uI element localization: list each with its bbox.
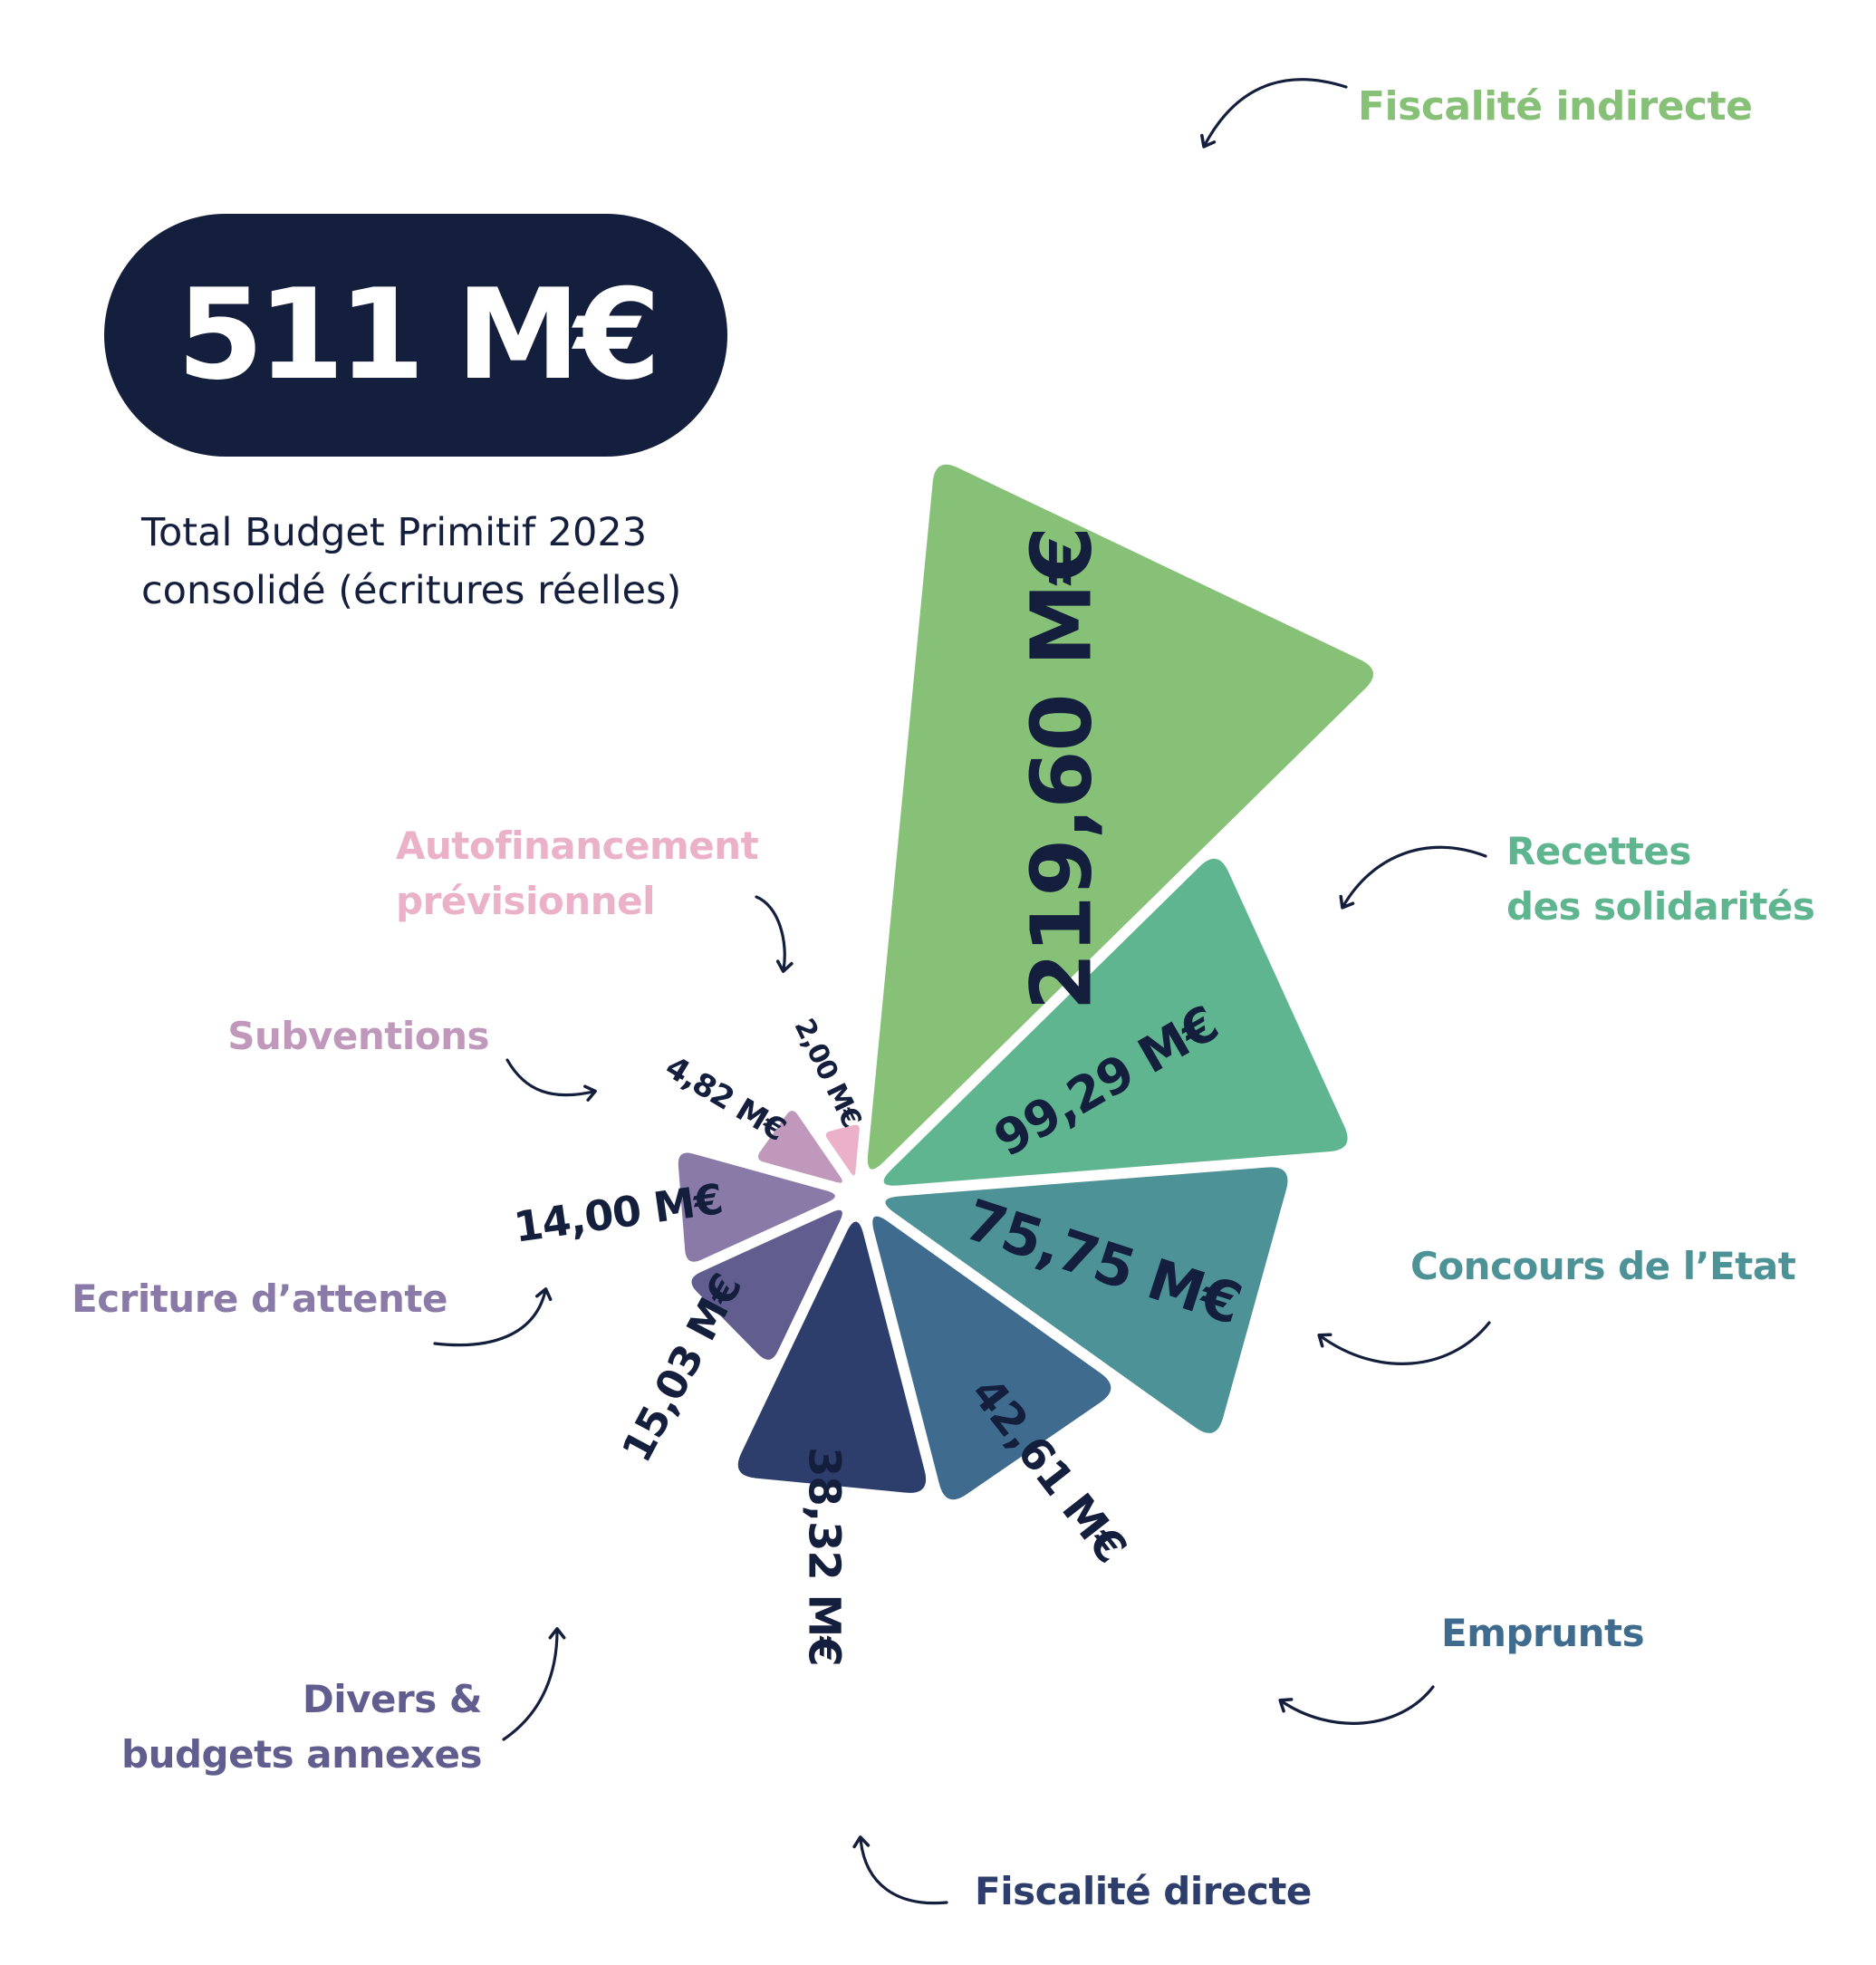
arrow-divers-budgets-annexes [502, 1627, 566, 1741]
arrow-subventions [505, 1058, 597, 1102]
arrow-fiscalite-indirecte [1200, 78, 1348, 149]
petal-autofinancement-previsionnel [825, 1124, 860, 1176]
petal-fiscalite-directe [737, 1221, 927, 1493]
total-caption-line-1: Total Budget Primitif 2023 [141, 510, 648, 555]
petal-concours-de-l-etat [885, 1167, 1288, 1433]
value-label-subventions: 4,82 M€ [659, 1049, 792, 1149]
category-label-subventions: Subventions [227, 1014, 489, 1058]
petals [678, 464, 1374, 1500]
category-label-fiscalite-indirecte: Fiscalité indirecte [1358, 83, 1752, 130]
total-caption: Total Budget Primitif 2023 consolidé (éc… [141, 504, 681, 620]
total-value: 511 M€ [177, 262, 660, 408]
value-label-fiscalite-directe: 38,32 M€ [798, 1447, 849, 1666]
value-label-fiscalite-indirecte: 219,60 M€ [1013, 527, 1110, 1011]
arrow-ecriture-d-attente [433, 1287, 553, 1347]
arrow-fiscalite-directe [852, 1835, 948, 1905]
petal-emprunts [872, 1216, 1111, 1500]
category-label-emprunts: Emprunts [1441, 1611, 1644, 1655]
arrow-concours-de-l-etat [1317, 1321, 1491, 1365]
value-label-autofinancement-previsionnel: 2,00 M€ [788, 1014, 868, 1132]
petal-recettes-des-solidarites [883, 858, 1348, 1186]
category-label-divers-budgets-annexes: Divers &budgets annexes [121, 1677, 482, 1777]
category-label-concours-de-l-etat: Concours de l’Etat [1410, 1244, 1796, 1288]
total-pill: 511 M€ [104, 214, 727, 457]
category-label-fiscalite-directe: Fiscalité directe [975, 1869, 1312, 1913]
petal-fiscalite-indirecte [867, 464, 1374, 1170]
value-label-divers-budgets-annexes: 15,03 M€ [612, 1267, 751, 1470]
total-caption-line-2: consolidé (écritures réelles) [141, 568, 682, 613]
arrow-emprunts [1278, 1685, 1435, 1725]
arrow-autofinancement-previsionnel [755, 895, 794, 973]
petal-ecriture-d-attente [678, 1152, 835, 1262]
category-label-ecriture-d-attente: Ecriture d’attente [72, 1276, 447, 1321]
petal-divers-budgets-annexes [691, 1209, 842, 1360]
petal-subventions [757, 1111, 842, 1183]
arrow-recettes-des-solidarites [1339, 845, 1487, 910]
